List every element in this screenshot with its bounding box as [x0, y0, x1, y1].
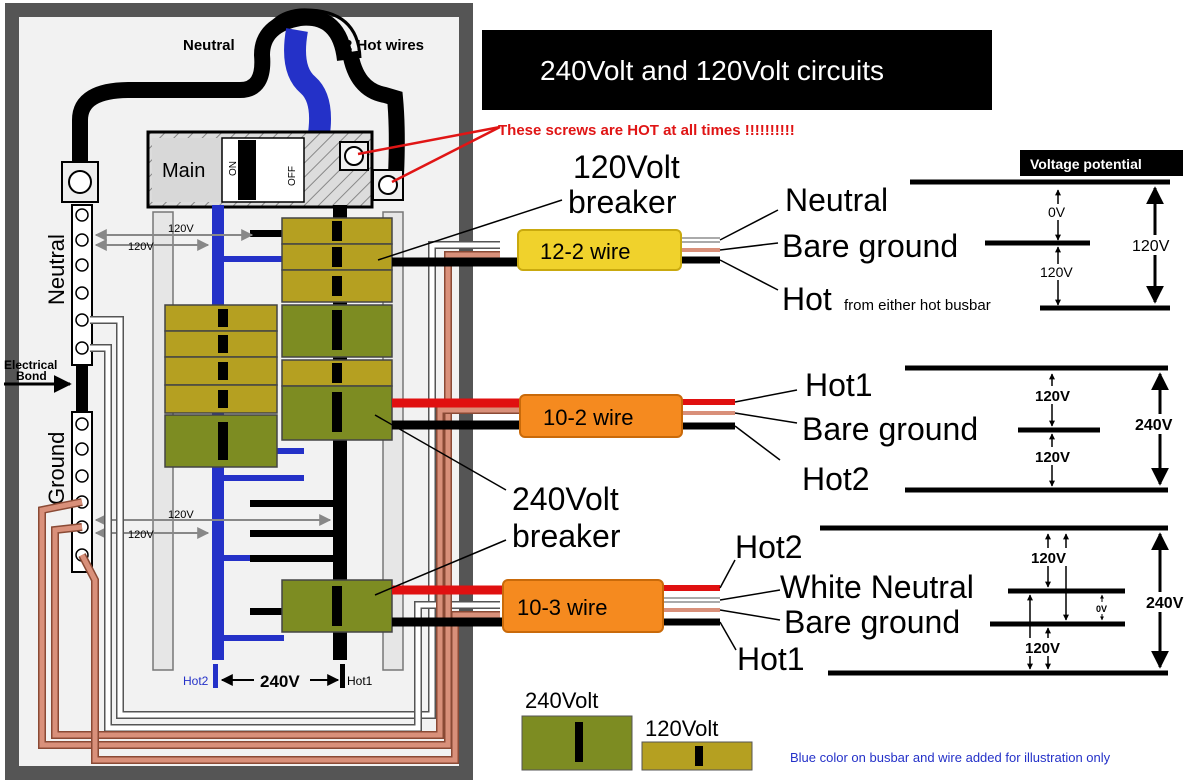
- breaker-hot-wires: [392, 257, 520, 627]
- ground-bar-label: Ground: [44, 432, 69, 505]
- breaker240-callout-line2: breaker: [512, 518, 621, 554]
- c3-voltage-hot2-neutral: 120V: [1031, 550, 1066, 567]
- cable-12-2: 12-2 wire: [517, 229, 720, 271]
- hot-screw-1-head: [344, 146, 364, 166]
- main-off-label: OFF: [287, 166, 298, 186]
- c2-voltage-total: 240V: [1135, 417, 1173, 434]
- bond-strap: [76, 365, 88, 412]
- cable-10-3: 10-3 wire: [502, 579, 720, 633]
- service-hot-wires-label: 2 Hot wires: [344, 37, 424, 54]
- cable-10-3-jacket: [502, 579, 664, 633]
- service-loop-left: [72, 9, 353, 175]
- busbar-voltage-label: 240V: [260, 672, 300, 691]
- c3-hot1-label: Hot1: [737, 641, 805, 677]
- c2-hot2-label: Hot2: [802, 461, 870, 497]
- breaker240-callout-line1: 240Volt: [512, 481, 619, 517]
- c1-voltage-120v: 120V: [1040, 264, 1073, 280]
- hot-screw-warning: These screws are HOT at all times !!!!!!…: [357, 122, 795, 184]
- voltage-potential-header-box: [1020, 150, 1183, 176]
- cable-10-2-jacket: [519, 394, 683, 438]
- legend-120-label: 120Volt: [645, 716, 718, 741]
- cable-10-2: 10-2 wire: [519, 394, 735, 438]
- c2-ground-label: Bare ground: [802, 411, 978, 447]
- busbar-voltage-bg: [254, 669, 310, 691]
- neutral-lug-head: [68, 170, 92, 194]
- ground-bar: [71, 411, 93, 573]
- neutral-bar: [71, 204, 93, 366]
- right-breaker-handles: [332, 221, 342, 626]
- breaker240-callout-leader-1: [374, 414, 507, 491]
- left-breaker-handles: [218, 309, 228, 460]
- c2-voltage-upper: 120V: [1035, 388, 1070, 405]
- bond-label-1: Electrical: [4, 358, 57, 372]
- main-breaker-face: [152, 138, 222, 202]
- c3-voltage-total: 240V: [1146, 595, 1184, 612]
- main-on-label: ON: [228, 161, 239, 176]
- breaker120-callout-line1: 120Volt: [573, 149, 680, 185]
- c3-hot2-label: Hot2: [735, 529, 803, 565]
- hot1-busbar-label: Hot1: [347, 674, 373, 688]
- neutral-bar-label: Neutral: [44, 234, 69, 305]
- c1-voltage-0v: 0V: [1048, 204, 1066, 220]
- neutral-bar-arrows: [94, 229, 332, 539]
- service-neutral-label: Neutral: [183, 37, 235, 54]
- cable-10-2-label: 10-2 wire: [543, 405, 633, 430]
- c1-neutral-label: Neutral: [785, 182, 888, 218]
- neutral-bar-voltage-1: 120V: [168, 223, 194, 235]
- diagram-title: 240Volt and 120Volt circuits: [540, 55, 884, 86]
- cable-10-3-label: 10-3 wire: [517, 595, 607, 620]
- service-loop-right: [342, 50, 405, 176]
- ground-bar-voltage-1: 120V: [168, 509, 194, 521]
- hot2-marker: [213, 664, 218, 688]
- main-switch: [221, 137, 305, 203]
- cable-12-2-jacket: [517, 229, 682, 271]
- breaker120-callout-line2: breaker: [568, 184, 677, 220]
- electrical-panel: Main ON OFF: [4, 3, 473, 780]
- ground-bar-voltage-2: 120V: [128, 529, 154, 541]
- c3-voltage-ground-hot1: 120V: [1025, 640, 1060, 657]
- cable-12-2-label: 12-2 wire: [540, 239, 630, 264]
- c1-voltage-total: 120V: [1132, 238, 1170, 255]
- main-switch-handle: [238, 140, 256, 200]
- hot-screw-warning-text: These screws are HOT at all times !!!!!!…: [498, 122, 795, 139]
- c1-ground-label: Bare ground: [782, 228, 958, 264]
- c3-voltage-neutral-ground: 0V: [1096, 604, 1107, 614]
- circuit-240v-10-3: Hot2 White Neutral Bare ground Hot1 120V…: [719, 525, 1198, 677]
- hot-screw-2-head: [378, 175, 398, 195]
- breaker120-callout-leader: [377, 199, 563, 261]
- voltage-potential-header: Voltage potential: [1030, 156, 1142, 172]
- service-neutral-blue: [284, 28, 331, 142]
- neutral-bar-voltage-2: 120V: [128, 241, 154, 253]
- legend: 240Volt 120Volt Blue color on busbar and…: [521, 688, 1111, 771]
- bond-label-2: Bond: [16, 369, 47, 383]
- c2-voltage-lower: 120V: [1035, 449, 1070, 466]
- panel-internal-wires: [38, 241, 520, 764]
- circuit-120v: Neutral Bare ground Hot from either hot …: [719, 150, 1183, 317]
- c3-ground-label: Bare ground: [784, 604, 960, 640]
- hot1-marker: [340, 664, 345, 688]
- neutral-bar-screws: [75, 208, 89, 355]
- legend-240-label: 240Volt: [525, 688, 598, 713]
- legend-note: Blue color on busbar and wire added for …: [790, 750, 1111, 765]
- breaker240-callout-leader-2: [374, 539, 507, 596]
- c2-hot1-label: Hot1: [805, 367, 873, 403]
- service-loop-outline: [260, 8, 362, 59]
- main-label: Main: [162, 160, 205, 182]
- c3-neutral-label: White Neutral: [780, 569, 974, 605]
- c1-hot-label: Hot: [782, 281, 832, 317]
- c1-hot-note: from either hot busbar: [844, 297, 991, 314]
- hot2-busbar-label: Hot2: [183, 674, 209, 688]
- title-box: [482, 30, 992, 110]
- circuit-240v-10-2: Hot1 Bare ground Hot2 120V 120V 240V: [734, 365, 1188, 497]
